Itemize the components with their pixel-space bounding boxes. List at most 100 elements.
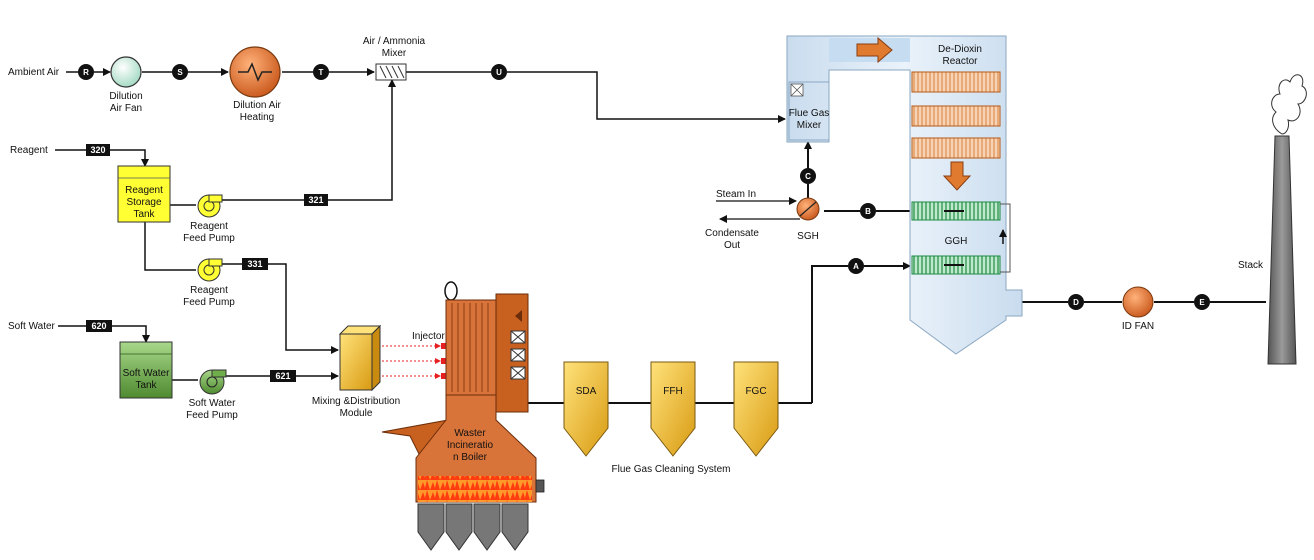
line-u-to-flue-gas-mixer <box>507 71 786 123</box>
dilution-heating-label-1: Dilution Air <box>233 100 281 111</box>
reagent-label: Reagent <box>10 145 48 156</box>
node-u-label: U <box>496 68 502 77</box>
steam-drum-icon <box>444 281 458 301</box>
flue-gas-mixer-label-1: Flue Gas <box>789 108 830 119</box>
ash-hoppers <box>417 503 529 551</box>
node-d-label: D <box>1073 298 1079 307</box>
reagent-feed-pump-2 <box>197 258 223 282</box>
heat-exchanger-bundles <box>510 330 526 380</box>
reagent-tank-label-1: Reagent <box>125 185 163 196</box>
air-ammonia-mixer <box>375 63 407 81</box>
fgc-label: FGC <box>745 386 766 397</box>
soft-water-pump-label-2: Feed Pump <box>186 410 238 421</box>
soft-water-feed-pump <box>199 369 227 395</box>
node-r-label: R <box>83 68 89 77</box>
tag-321-label: 321 <box>308 195 323 205</box>
reactor-label-1: De-Dioxin <box>938 44 982 55</box>
line-320-to-tank <box>110 149 149 167</box>
id-fan <box>1122 286 1154 318</box>
node-a: A <box>848 258 864 274</box>
reagent-feed-pump-1 <box>197 194 223 218</box>
soft-water-tank-label-1: Soft Water <box>123 368 171 379</box>
node-r: R <box>78 64 94 80</box>
chimney-icon <box>1267 135 1297 365</box>
node-e: E <box>1194 294 1210 310</box>
sda-label: SDA <box>576 386 597 397</box>
catalyst-layer-2 <box>911 105 1001 127</box>
ffh-label: FFH <box>663 386 682 397</box>
condensate-label-1: Condensate <box>705 228 759 239</box>
stack <box>1267 74 1307 365</box>
injector-nozzles <box>441 343 446 379</box>
line-fgc-to-a <box>811 265 848 403</box>
node-e-label: E <box>1199 298 1205 307</box>
line-tank-to-pump2 <box>144 222 196 271</box>
fire-icon <box>418 476 532 502</box>
dilution-heating-label-2: Heating <box>240 112 274 123</box>
flow-arrow-down-icon <box>942 161 972 191</box>
node-d: D <box>1068 294 1084 310</box>
reagent-tank-label-2: Storage <box>126 197 161 208</box>
reagent-pump2-label-2: Feed Pump <box>183 297 235 308</box>
mixing-module-label-2: Module <box>340 408 373 419</box>
dilution-fan-label-2: Air Fan <box>110 103 142 114</box>
node-t-label: T <box>319 68 324 77</box>
dilution-fan-label-1: Dilution <box>109 91 142 102</box>
node-b: B <box>860 203 876 219</box>
node-u: U <box>491 64 507 80</box>
reactor-label-2: Reactor <box>942 56 978 67</box>
tank-icon <box>119 341 173 399</box>
fgc-vessel <box>733 361 779 457</box>
catalyst-layer-1 <box>911 71 1001 93</box>
dilution-air-fan <box>110 56 142 88</box>
boiler-label-3: n Boiler <box>453 452 488 463</box>
node-s: S <box>172 64 188 80</box>
soft-water-pump-label-1: Soft Water <box>189 398 237 409</box>
tag-320: 320 <box>86 144 110 156</box>
piping <box>55 68 1266 404</box>
tag-331: 331 <box>242 258 268 270</box>
sgh-label: SGH <box>797 231 819 242</box>
smoke-cloud-icon <box>1271 74 1307 135</box>
sda-vessel <box>563 361 609 457</box>
heating-coil-icon <box>238 62 272 82</box>
flue-gas-cleaning-label: Flue Gas Cleaning System <box>612 464 731 475</box>
waste-incineration-boiler <box>381 281 545 551</box>
tag-320-label: 320 <box>90 145 105 155</box>
stack-label: Stack <box>1238 260 1264 271</box>
reagent-pump2-label-1: Reagent <box>190 285 228 296</box>
node-s-label: S <box>177 68 183 77</box>
node-t: T <box>313 64 329 80</box>
reagent-pump1-label-2: Feed Pump <box>183 233 235 244</box>
soft-water-tank <box>119 341 173 399</box>
steam-gas-heater <box>796 197 820 221</box>
tag-621: 621 <box>270 370 296 382</box>
injector-lines <box>382 343 441 379</box>
steam-in-label: Steam In <box>716 189 756 200</box>
line-620-to-tank <box>112 325 150 343</box>
node-c: C <box>800 168 816 184</box>
tank-icon <box>117 165 171 223</box>
mixer-label-2: Mixer <box>382 48 407 59</box>
flue-gas-mixer <box>788 81 830 141</box>
node-c-label: C <box>805 172 811 181</box>
line-321-to-mixer <box>328 79 396 201</box>
injector-label: Injector <box>412 331 445 342</box>
line-331-to-module <box>268 263 339 354</box>
boiler-label-2: Incineratio <box>447 440 494 451</box>
reagent-tank-label-3: Tank <box>133 209 155 220</box>
node-b-label: B <box>865 207 871 216</box>
mixing-module-label-1: Mixing &Distribution <box>312 396 400 407</box>
catalyst-layer-3 <box>911 137 1001 159</box>
module-box-icon <box>339 333 373 391</box>
boiler-label-1: Waster <box>454 428 486 439</box>
node-a-label: A <box>853 262 859 271</box>
fan-icon <box>110 56 142 88</box>
flue-gas-mixer-label-2: Mixer <box>797 120 822 131</box>
soft-water-tank-label-2: Tank <box>135 380 157 391</box>
reagent-pump1-label-1: Reagent <box>190 221 228 232</box>
ffh-vessel <box>650 361 696 457</box>
tag-331-label: 331 <box>247 259 262 269</box>
reagent-storage-tank <box>117 165 171 223</box>
